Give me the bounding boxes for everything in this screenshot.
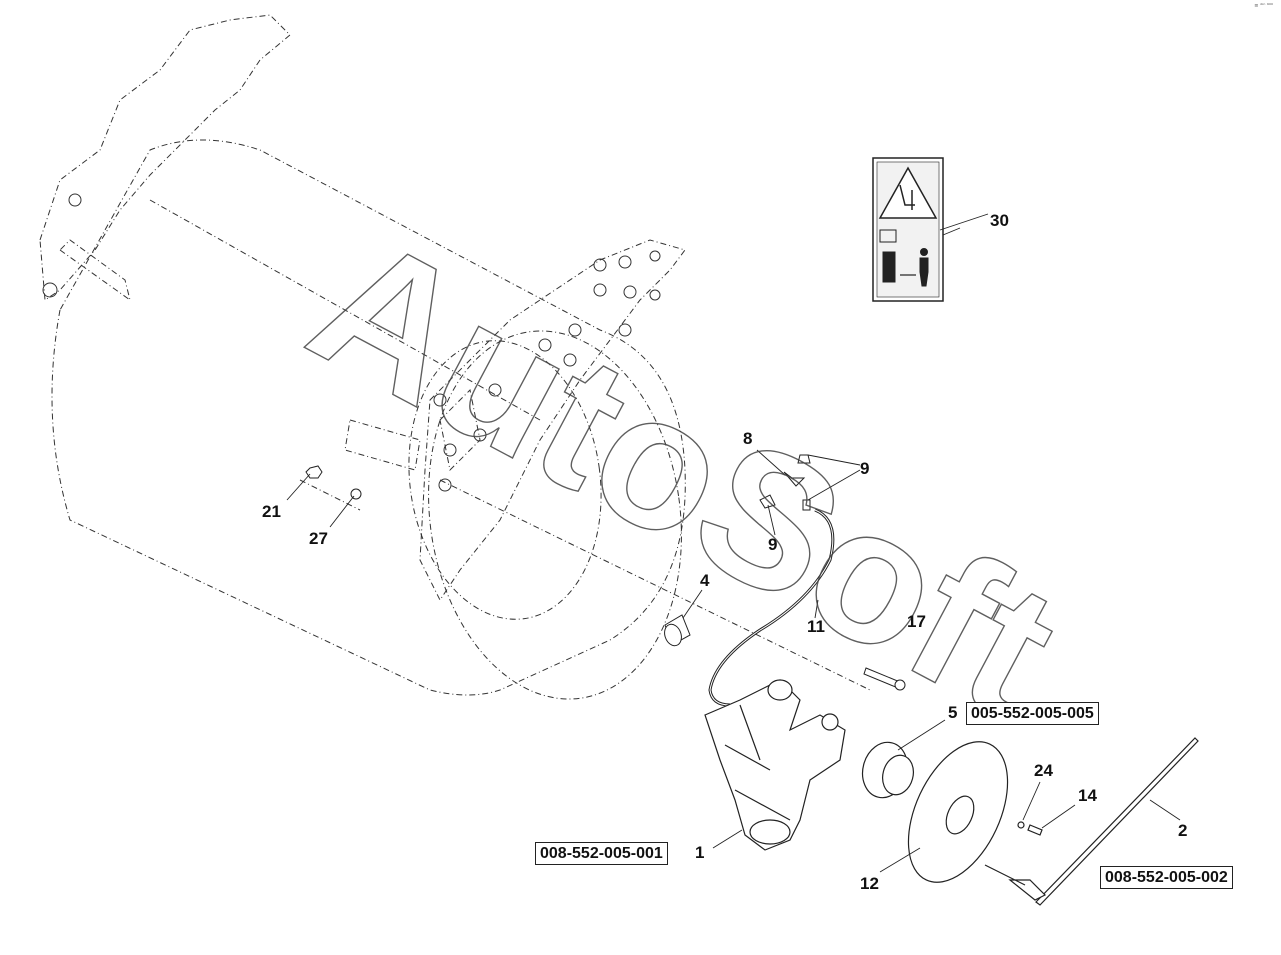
callout-4: 4 — [700, 571, 710, 590]
callout-1: 1 — [695, 843, 705, 862]
callout-14: 14 — [1078, 786, 1097, 805]
callout-30: 30 — [990, 211, 1009, 230]
drum-end-ellipse — [428, 330, 682, 700]
ref-link-008-552-005-002[interactable]: 008-552-005-002 — [1100, 866, 1233, 889]
frame-right — [419, 239, 686, 601]
callout-24: 24 — [1034, 761, 1053, 780]
ref-link-005-552-005-005[interactable]: 005-552-005-005 — [966, 702, 1099, 725]
drum-outline — [51, 139, 686, 696]
callout-8: 8 — [743, 429, 753, 448]
bolt-14 — [1027, 824, 1043, 836]
motor-bracket — [704, 679, 846, 851]
nut-21 — [305, 465, 323, 479]
callout-12: 12 — [860, 874, 879, 893]
callout-21: 21 — [262, 502, 281, 521]
callout-5: 5 — [948, 703, 958, 722]
callout-11: 11 — [807, 617, 825, 636]
callout-9: 9 — [768, 535, 778, 554]
corner-mark: ≡ ᵈᶦⁿ ⁶⁰⁰ — [1254, 3, 1273, 9]
ref-link-008-552-005-001[interactable]: 008-552-005-001 — [535, 842, 668, 865]
callout-9: 9 — [860, 459, 870, 478]
callout-27: 27 — [309, 529, 328, 548]
callout-2: 2 — [1178, 821, 1188, 840]
callout-17: 17 — [907, 612, 926, 631]
rod-2 — [1035, 737, 1199, 906]
warning-decal — [872, 157, 944, 302]
washer-24 — [1017, 821, 1025, 829]
hose-and-fittings — [708, 454, 835, 707]
